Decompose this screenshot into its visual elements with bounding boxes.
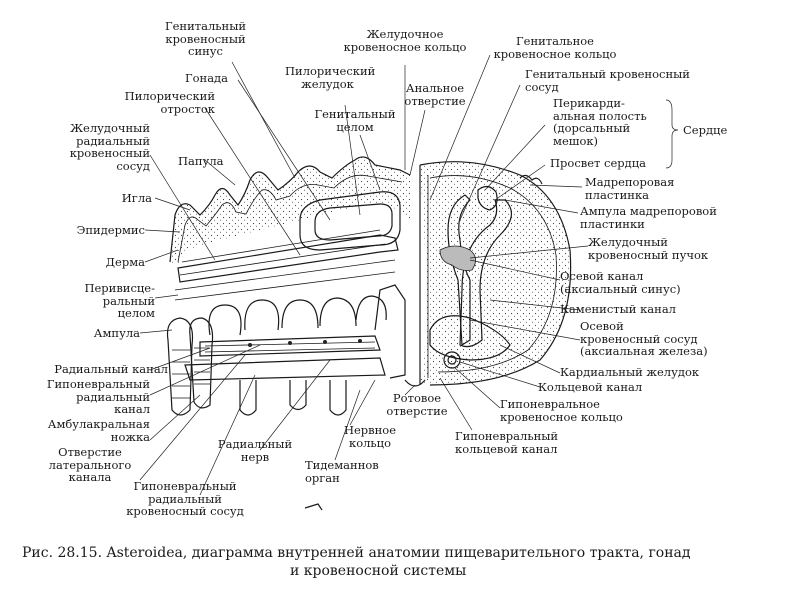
label-gonad: Гонада bbox=[185, 71, 228, 85]
label-hyponeural-radial-canal: Гипоневральный радиальный канал bbox=[46, 377, 150, 416]
label-hyponeural-radial-vessel: Гипоневральный радиальный кровеносный со… bbox=[126, 479, 244, 518]
label-heart-lumen: Просвет сердца bbox=[550, 156, 646, 170]
label-pyloric-stomach: Пилорический желудок bbox=[285, 64, 376, 91]
oral-region bbox=[404, 379, 426, 387]
stone-canal bbox=[459, 199, 512, 348]
label-hyponeural-blood-ring: Гипоневральное кровеносное кольцо bbox=[500, 397, 623, 424]
label-stomach-blood-ring: Желудочное кровеносное кольцо bbox=[343, 27, 467, 54]
label-papula: Папула bbox=[178, 154, 224, 168]
label-needle: Игла bbox=[121, 191, 152, 205]
label-perivisceral-coelom: Перивисце- ральный целом bbox=[84, 281, 155, 320]
gonad-outline bbox=[299, 191, 401, 251]
label-genital-sinus: Генитальный кровеносный синус bbox=[165, 19, 247, 58]
disc-section bbox=[419, 161, 572, 386]
label-genital-coelom: Генитальный целом bbox=[314, 107, 396, 134]
aboral-body-wall bbox=[170, 156, 410, 265]
label-ampulla: Ампула bbox=[93, 326, 140, 340]
label-lateral-canal-opening: Отверстие латерального канала bbox=[48, 445, 132, 484]
label-pericardial-cavity: Перикарди- альная полость (дорсальный ме… bbox=[553, 96, 647, 148]
label-heart: Сердце bbox=[683, 123, 728, 137]
label-madreporite-ampulla: Ампула мадрепоровой пластинки bbox=[580, 204, 717, 231]
aboral-outline bbox=[169, 156, 411, 263]
oral-body-wall bbox=[184, 357, 386, 381]
gastric-blood-tuft bbox=[439, 245, 476, 271]
label-radial-nerve: Радиальный нерв bbox=[217, 437, 293, 464]
label-genital-blood-vessel: Генитальный кровеносный сосуд bbox=[525, 67, 690, 94]
label-stone-canal: Каменистый канал bbox=[560, 302, 676, 316]
label-stomach-radial-vessel: Желудочный радиальный кровеносный сосуд bbox=[69, 121, 150, 173]
label-axial-blood-vessel: Осевой кровеносный сосуд (аксиальная жел… bbox=[580, 319, 708, 358]
disc-body-wall bbox=[420, 161, 571, 385]
label-cardiac-stomach: Кардиальный желудок bbox=[560, 365, 700, 379]
pyloric-process bbox=[177, 234, 399, 283]
leader-lines bbox=[139, 54, 589, 496]
radial-canal bbox=[199, 335, 381, 357]
caption-line-2: и кровеносной системы bbox=[290, 563, 467, 579]
label-dermis: Дерма bbox=[105, 255, 145, 269]
label-ring-canal: Кольцевой канал bbox=[538, 380, 643, 394]
label-tiedemann-organ: Тидеманнов орган bbox=[305, 458, 379, 485]
label-pyloric-process: Пилорический отросток bbox=[124, 89, 215, 116]
label-axial-canal: Осевой канал (аксиальный синус) bbox=[560, 269, 681, 296]
label-anal-opening: Анальное отверстие bbox=[404, 81, 466, 108]
axial-gland bbox=[447, 194, 471, 347]
label-nerve-ring: Нервное кольцо bbox=[343, 423, 397, 450]
tube-feet bbox=[166, 317, 347, 416]
label-epidermis: Эпидермис bbox=[76, 223, 145, 237]
label-ambulacral-foot: Амбулакральная ножка bbox=[47, 417, 150, 444]
label-madreporite: Мадрепоровая пластинка bbox=[585, 175, 675, 202]
label-hyponeural-ring-canal: Гипоневральный кольцевой канал bbox=[455, 429, 559, 456]
arm-section bbox=[166, 156, 411, 416]
label-genital-blood-ring: Генитальное кровеносное кольцо bbox=[493, 34, 617, 61]
label-mouth-opening: Ротовое отверстие bbox=[386, 391, 448, 418]
ampullae-row bbox=[208, 295, 387, 336]
caption-line-1: Рис. 28.15. Asteroidea, диаграмма внутре… bbox=[22, 545, 691, 561]
label-radial-canal: Радиальный канал bbox=[54, 362, 168, 376]
label-gastric-blood-tuft: Желудочный кровеносный пучок bbox=[588, 235, 709, 262]
